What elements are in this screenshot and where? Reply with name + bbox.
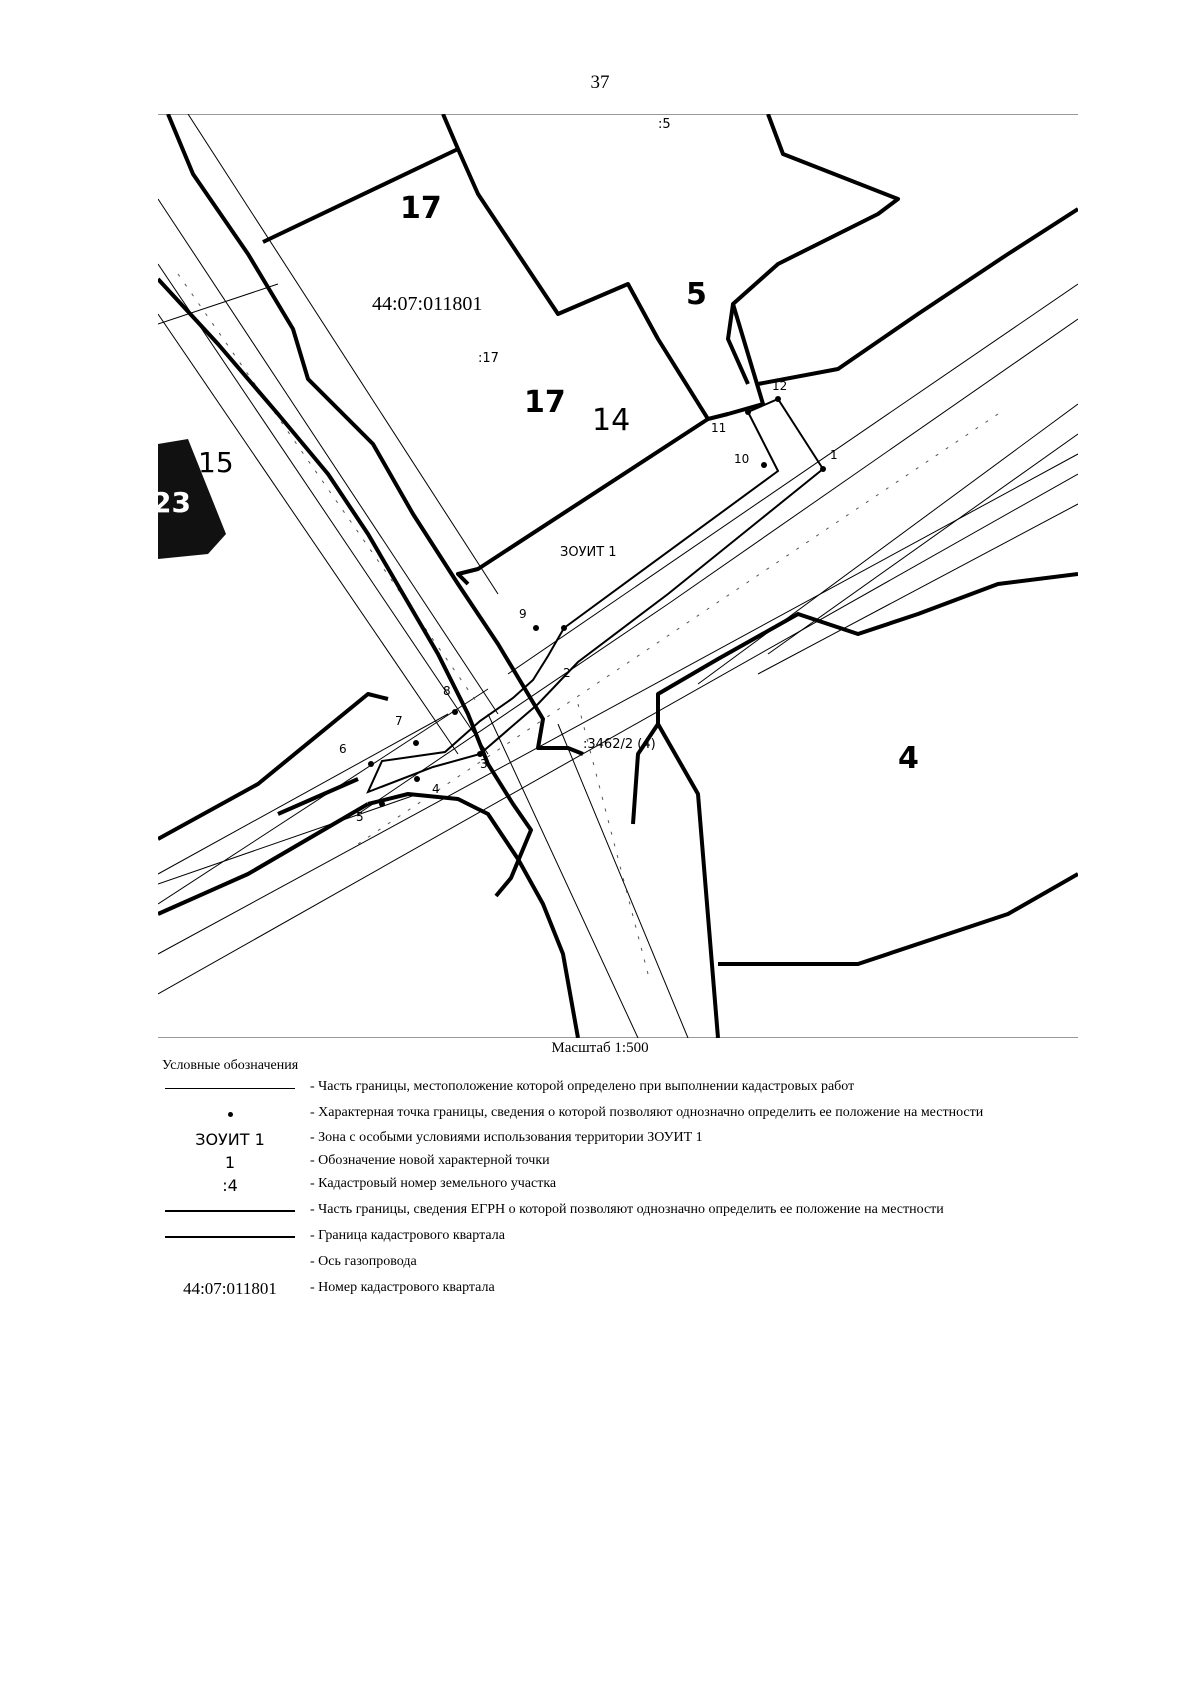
- legend-text: - Часть границы, местоположение которой …: [310, 1079, 855, 1094]
- point-label-4: 4: [432, 782, 440, 796]
- parcel-23-fill: [158, 439, 226, 559]
- legend-symbol-gas-axis: [150, 1251, 310, 1275]
- legend-symbol-point-number: 1: [224, 1152, 236, 1172]
- legend-symbol-parcel-number: :4: [222, 1175, 238, 1195]
- legend-item: - Ось газопровода: [150, 1251, 1080, 1275]
- parcel-number-14: 14: [592, 403, 630, 438]
- point-label-10: 10: [734, 452, 749, 466]
- legend-text: - Характерная точка границы, сведения о …: [310, 1105, 984, 1120]
- parcel-number-15: 15: [198, 446, 234, 479]
- point-label-9: 9: [519, 607, 527, 621]
- parcel-label-17-small: :17: [478, 351, 499, 366]
- point-label-11: 11: [711, 421, 726, 435]
- legend-item: - Характерная точка границы, сведения о …: [150, 1102, 1080, 1126]
- legend-symbol-dot: [150, 1102, 310, 1126]
- boundary-points: [368, 396, 826, 807]
- legend-item: - Часть границы, местоположение которой …: [150, 1076, 1080, 1100]
- legend-item: - Граница кадастрового квартала: [150, 1225, 1080, 1249]
- parcel-label-3462: :3462/2 (4): [583, 737, 656, 752]
- point-label-12: 12: [772, 379, 787, 393]
- parcel-number-5: 5: [686, 277, 707, 312]
- legend-symbol-thin-line: [150, 1076, 310, 1100]
- parcel-number-17-top: 17: [400, 191, 442, 226]
- legend-item: - Часть границы, сведения ЕГРН о которой…: [150, 1199, 1080, 1223]
- point-label-2: 2: [563, 666, 571, 680]
- legend-item: :4 - Кадастровый номер земельного участк…: [150, 1173, 1080, 1197]
- legend-text: - Обозначение новой характерной точки: [310, 1153, 550, 1168]
- point-label-7: 7: [395, 714, 403, 728]
- parcel-label-5-small: :5: [658, 117, 671, 132]
- legend-symbol-thick-line: [150, 1199, 310, 1223]
- legend-item: 44:07:011801 - Номер кадастрового кварта…: [150, 1277, 1080, 1301]
- zone-label: ЗОУИТ 1: [560, 545, 617, 560]
- legend-text: - Часть границы, сведения ЕГРН о которой…: [310, 1202, 944, 1217]
- point-label-6: 6: [339, 742, 347, 756]
- map-scale: Масштаб 1:500: [551, 1040, 649, 1056]
- legend-item: 1 - Обозначение новой характерной точки: [150, 1150, 1080, 1174]
- legend-item: ЗОУИТ 1 - Зона с особыми условиями испол…: [150, 1127, 1080, 1151]
- legend-text: - Ось газопровода: [310, 1254, 417, 1269]
- legend-symbol-zone: ЗОУИТ 1: [195, 1129, 265, 1149]
- legend-symbol-quarter-line: [150, 1225, 310, 1249]
- parcel-number-4: 4: [898, 741, 919, 776]
- quarter-number-label: 44:07:011801: [372, 293, 482, 315]
- parcel-number-17-mid: 17: [524, 385, 566, 420]
- legend-symbol-quarter-number: 44:07:011801: [183, 1279, 277, 1298]
- page-number: 37: [590, 72, 610, 93]
- point-label-1: 1: [830, 448, 838, 462]
- legend-text: - Кадастровый номер земельного участка: [310, 1176, 557, 1191]
- legend-title: Условные обозначения: [162, 1058, 299, 1073]
- legend-text: - Зона с особыми условиями использования…: [310, 1130, 703, 1145]
- cadastral-map: 1 2 3 4 5 6 7 8 9 10 11 12 :5 :17 :3462/…: [158, 114, 1078, 1038]
- point-label-8: 8: [443, 684, 451, 698]
- point-label-3: 3: [480, 757, 488, 771]
- legend-text: - Номер кадастрового квартала: [310, 1280, 495, 1295]
- parcel-number-23: 23: [158, 486, 191, 519]
- point-label-5: 5: [356, 810, 364, 824]
- legend-text: - Граница кадастрового квартала: [310, 1228, 505, 1243]
